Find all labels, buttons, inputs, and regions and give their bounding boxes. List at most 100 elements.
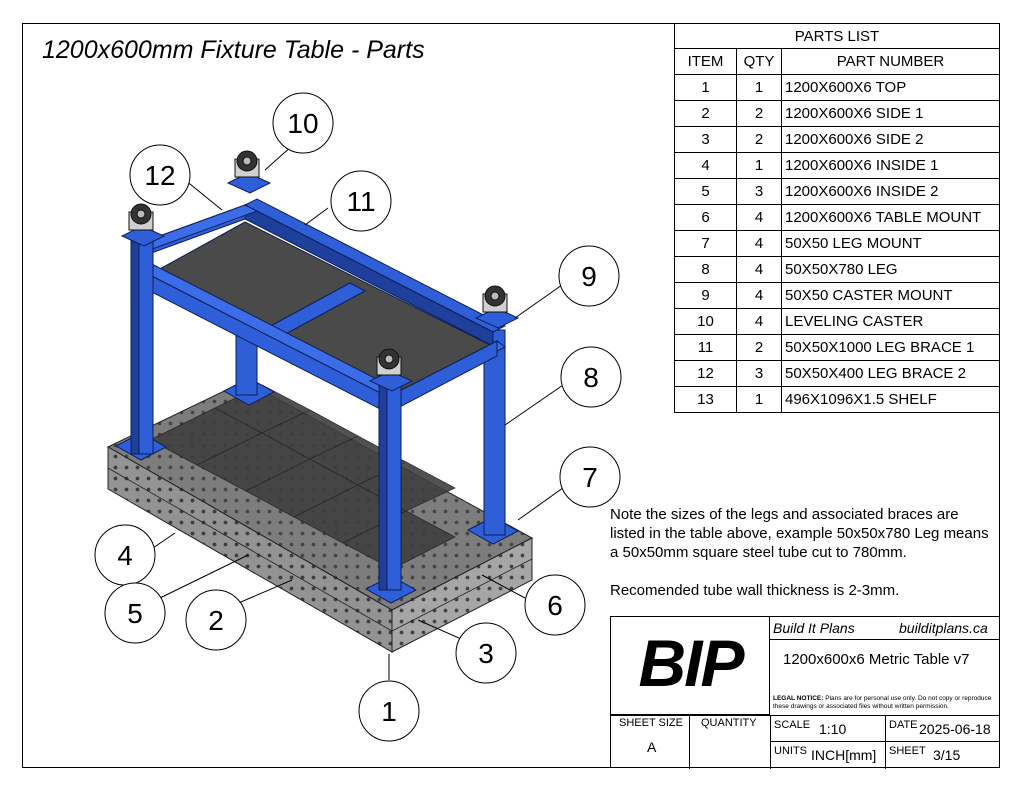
divider-v2	[770, 715, 771, 769]
part-number-cell: 1200X600X6 INSIDE 2	[781, 178, 1000, 205]
parts-list-caption: PARTS LIST	[674, 23, 1000, 49]
fixture-table	[106, 377, 534, 653]
part-item-cell: 1	[674, 74, 737, 101]
svg-text:3: 3	[478, 638, 494, 669]
company-name: Build It Plans	[773, 620, 855, 636]
balloon-2: 2	[185, 589, 247, 651]
part-number-cell: 1200X600X6 INSIDE 1	[781, 152, 1000, 179]
part-number-cell: 1200X600X6 TABLE MOUNT	[781, 204, 1000, 231]
svg-text:4: 4	[117, 540, 133, 571]
part-qty-cell: 1	[736, 152, 782, 179]
svg-text:6: 6	[547, 590, 563, 621]
part-qty-cell: 4	[736, 204, 782, 231]
divider-v3	[885, 715, 886, 769]
part-qty-cell: 3	[736, 360, 782, 387]
logo: BIP	[638, 626, 744, 700]
balloon-5: 5	[104, 582, 166, 644]
part-qty-cell: 1	[736, 74, 782, 101]
note-text: Note the sizes of the legs and associate…	[610, 505, 990, 619]
part-number-cell: 1200X600X6 SIDE 2	[781, 126, 1000, 153]
svg-text:12: 12	[144, 160, 175, 191]
part-number-cell: 1200X600X6 SIDE 1	[781, 100, 1000, 127]
drawing-name: 1200x600x6 Metric Table v7	[783, 651, 970, 668]
balloon-1: 1	[358, 680, 420, 742]
note-paragraph: Recomended tube wall thickness is 2-3mm.	[610, 582, 900, 599]
balloon-6: 6	[524, 574, 586, 636]
balloon-8: 8	[560, 346, 622, 408]
balloon-7: 7	[559, 446, 621, 508]
svg-text:7: 7	[582, 462, 598, 493]
balloon-12: 12	[129, 144, 191, 206]
svg-text:9: 9	[581, 261, 597, 292]
note-paragraph: Note the sizes of the legs and associate…	[610, 506, 989, 561]
part-qty-cell: 4	[736, 282, 782, 309]
legal-text: Plans are for personal use only. Do not …	[773, 695, 992, 710]
balloon-10: 10	[272, 92, 334, 154]
bottom-divider	[611, 715, 999, 716]
logo-cell	[611, 617, 770, 715]
part-qty-cell: 2	[736, 126, 782, 153]
column-header-qty: QTY	[736, 48, 782, 75]
part-qty-cell: 4	[736, 230, 782, 257]
quantity-label: QUANTITY	[701, 717, 757, 729]
part-item-cell: 6	[674, 204, 737, 231]
part-item-cell: 7	[674, 230, 737, 257]
leader-lines	[149, 144, 568, 680]
scale-value: 1:10	[819, 721, 847, 737]
svg-text:1: 1	[381, 696, 397, 727]
units-value: INCH[mm]	[811, 747, 877, 763]
website: builditplans.ca	[899, 620, 988, 636]
part-item-cell: 8	[674, 256, 737, 283]
sheet-value: 3/15	[933, 747, 961, 763]
part-item-cell: 4	[674, 152, 737, 179]
svg-text:5: 5	[127, 598, 143, 629]
part-qty-cell: 4	[736, 308, 782, 335]
part-qty-cell: 4	[736, 256, 782, 283]
part-number-cell: LEVELING CASTER	[781, 308, 1000, 335]
sheet-size-value: A	[647, 739, 657, 755]
part-item-cell: 3	[674, 126, 737, 153]
part-number-cell: 50X50 LEG MOUNT	[781, 230, 1000, 257]
divider-h2	[770, 741, 999, 742]
part-qty-cell: 2	[736, 100, 782, 127]
scale-label: SCALE	[774, 719, 811, 731]
sheet-size-label: SHEET SIZE	[619, 717, 683, 729]
sheet-label: SHEET	[889, 745, 926, 757]
balloon-11: 11	[330, 170, 392, 232]
balloon-9: 9	[558, 245, 620, 307]
svg-text:2: 2	[208, 605, 224, 636]
svg-text:11: 11	[346, 186, 375, 217]
part-number-cell: 50X50 CASTER MOUNT	[781, 282, 1000, 309]
date-value: 2025-06-18	[919, 721, 991, 737]
balloons: 1 2 3 4 5 6 7 8 9 10 11 12	[94, 92, 622, 742]
page-title: 1200x600mm Fixture Table - Parts	[42, 36, 425, 64]
legal-notice: LEGAL NOTICE: Plans are for personal use…	[773, 695, 995, 711]
svg-text:10: 10	[287, 108, 318, 139]
svg-text:8: 8	[583, 362, 599, 393]
date-label: DATE	[889, 719, 918, 731]
units-label: UNITS	[774, 745, 807, 757]
part-item-cell: 10	[674, 308, 737, 335]
part-item-cell: 13	[674, 386, 737, 413]
steel-frame	[120, 172, 520, 591]
column-header-part-number: PART NUMBER	[781, 48, 1000, 75]
part-item-cell: 11	[674, 334, 737, 361]
part-qty-cell: 2	[736, 334, 782, 361]
part-item-cell: 5	[674, 178, 737, 205]
divider-v1	[689, 715, 690, 769]
column-header-item: ITEM	[674, 48, 737, 75]
part-item-cell: 12	[674, 360, 737, 387]
part-item-cell: 2	[674, 100, 737, 127]
part-number-cell: 50X50X400 LEG BRACE 2	[781, 360, 1000, 387]
